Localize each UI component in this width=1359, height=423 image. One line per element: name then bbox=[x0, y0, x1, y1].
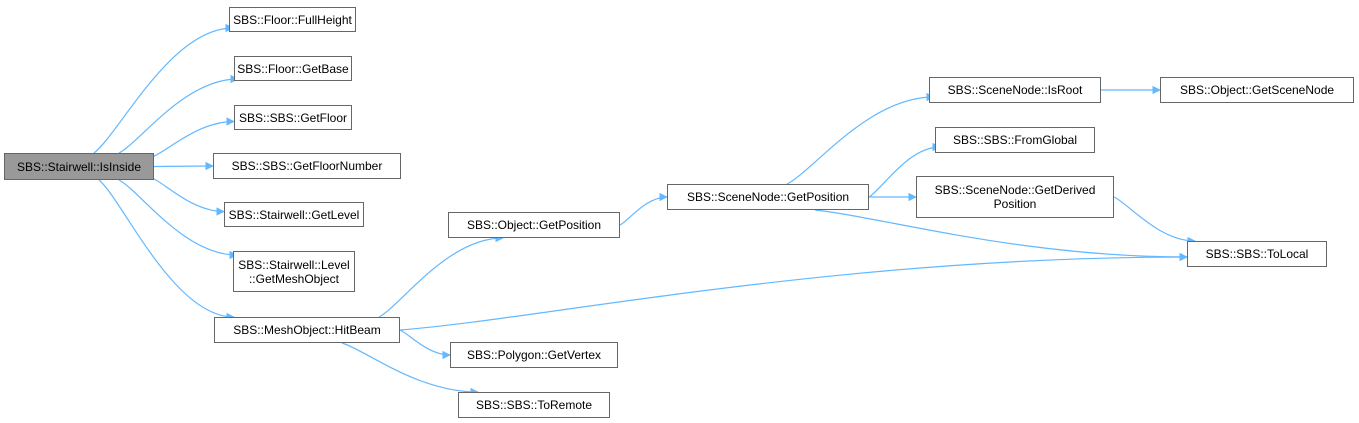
node-label: SBS::SBS::GetFloor bbox=[238, 110, 348, 125]
edge-root-to-getlevel bbox=[151, 177, 225, 216]
node-stairwell-getlevel[interactable]: SBS::Stairwell::GetLevel bbox=[224, 202, 364, 227]
node-label: SBS::SBS::FromGlobal bbox=[952, 133, 1078, 147]
edge-sn_getposition-to-tolocal bbox=[814, 209, 1188, 262]
node-floor-getbase[interactable]: SBS::Floor::GetBase bbox=[234, 56, 352, 81]
node-label: SBS::Object::GetSceneNode bbox=[1179, 83, 1335, 97]
edge-sn_getposition-to-isroot bbox=[786, 92, 935, 185]
node-object-getposition[interactable]: SBS::Object::GetPosition bbox=[448, 212, 620, 238]
node-scenenode-getposition[interactable]: SBS::SceneNode::GetPosition bbox=[667, 184, 869, 210]
node-meshobject-hitbeam[interactable]: SBS::MeshObject::HitBeam bbox=[214, 317, 400, 343]
node-scenenode-isroot[interactable]: SBS::SceneNode::IsRoot bbox=[929, 77, 1101, 103]
edge-hitbeam-to-obj_getposition bbox=[378, 233, 504, 318]
edge-root-to-getfloornumber bbox=[153, 161, 214, 171]
node-label: SBS::Object::GetPosition bbox=[466, 218, 602, 232]
node-label: SBS::Floor::GetBase bbox=[237, 61, 349, 76]
edge-root-to-getmeshobject bbox=[118, 179, 238, 260]
edge-hitbeam-to-toremote bbox=[341, 342, 479, 397]
edge-obj_getposition-to-sn_getposition bbox=[619, 192, 668, 226]
edge-hitbeam-to-tolocal bbox=[399, 252, 1188, 331]
node-sbs-getfloornumber[interactable]: SBS::SBS::GetFloorNumber bbox=[213, 153, 401, 179]
node-label: SBS::SceneNode::IsRoot bbox=[947, 83, 1083, 97]
edge-hitbeam-to-getvertex bbox=[399, 329, 451, 360]
node-label: SBS::SBS::ToLocal bbox=[1205, 247, 1309, 261]
node-label: SBS::Stairwell::Level ::GetMeshObject bbox=[238, 257, 350, 286]
node-label: SBS::Stairwell::IsInside bbox=[16, 159, 142, 174]
edge-root-to-fullheight bbox=[93, 23, 234, 154]
node-object-getscenenode[interactable]: SBS::Object::GetSceneNode bbox=[1160, 77, 1354, 103]
node-sbs-fromglobal[interactable]: SBS::SBS::FromGlobal bbox=[935, 127, 1095, 153]
node-label: SBS::Floor::FullHeight bbox=[233, 12, 352, 27]
node-polygon-getvertex[interactable]: SBS::Polygon::GetVertex bbox=[450, 342, 618, 368]
node-sbs-tolocal[interactable]: SBS::SBS::ToLocal bbox=[1187, 241, 1327, 267]
node-label: SBS::SceneNode::GetDerived Position bbox=[934, 183, 1096, 211]
edge-root-to-hitbeam bbox=[98, 179, 235, 322]
node-label: SBS::MeshObject::HitBeam bbox=[233, 323, 381, 337]
node-floor-fullheight[interactable]: SBS::Floor::FullHeight bbox=[229, 7, 356, 32]
node-label: SBS::SceneNode::GetPosition bbox=[686, 190, 850, 204]
node-scenenode-getderivedposition[interactable]: SBS::SceneNode::GetDerived Position bbox=[916, 176, 1114, 218]
node-stairwell-level-getmeshobject[interactable]: SBS::Stairwell::Level ::GetMeshObject bbox=[233, 251, 355, 292]
edge-getderivedposition-to-tolocal bbox=[1113, 196, 1196, 246]
node-label: SBS::SBS::GetFloorNumber bbox=[231, 159, 383, 173]
node-stairwell-isinside: SBS::Stairwell::IsInside bbox=[4, 153, 154, 180]
edge-root-to-getfloor bbox=[151, 117, 235, 158]
node-label: SBS::Stairwell::GetLevel bbox=[228, 207, 360, 222]
edge-sn_getposition-to-fromglobal bbox=[868, 142, 941, 198]
node-sbs-toremote[interactable]: SBS::SBS::ToRemote bbox=[458, 392, 610, 418]
node-sbs-getfloor[interactable]: SBS::SBS::GetFloor bbox=[234, 105, 352, 130]
node-label: SBS::Polygon::GetVertex bbox=[466, 348, 602, 362]
edge-root-to-getbase bbox=[118, 74, 239, 154]
node-label: SBS::SBS::ToRemote bbox=[475, 398, 593, 412]
